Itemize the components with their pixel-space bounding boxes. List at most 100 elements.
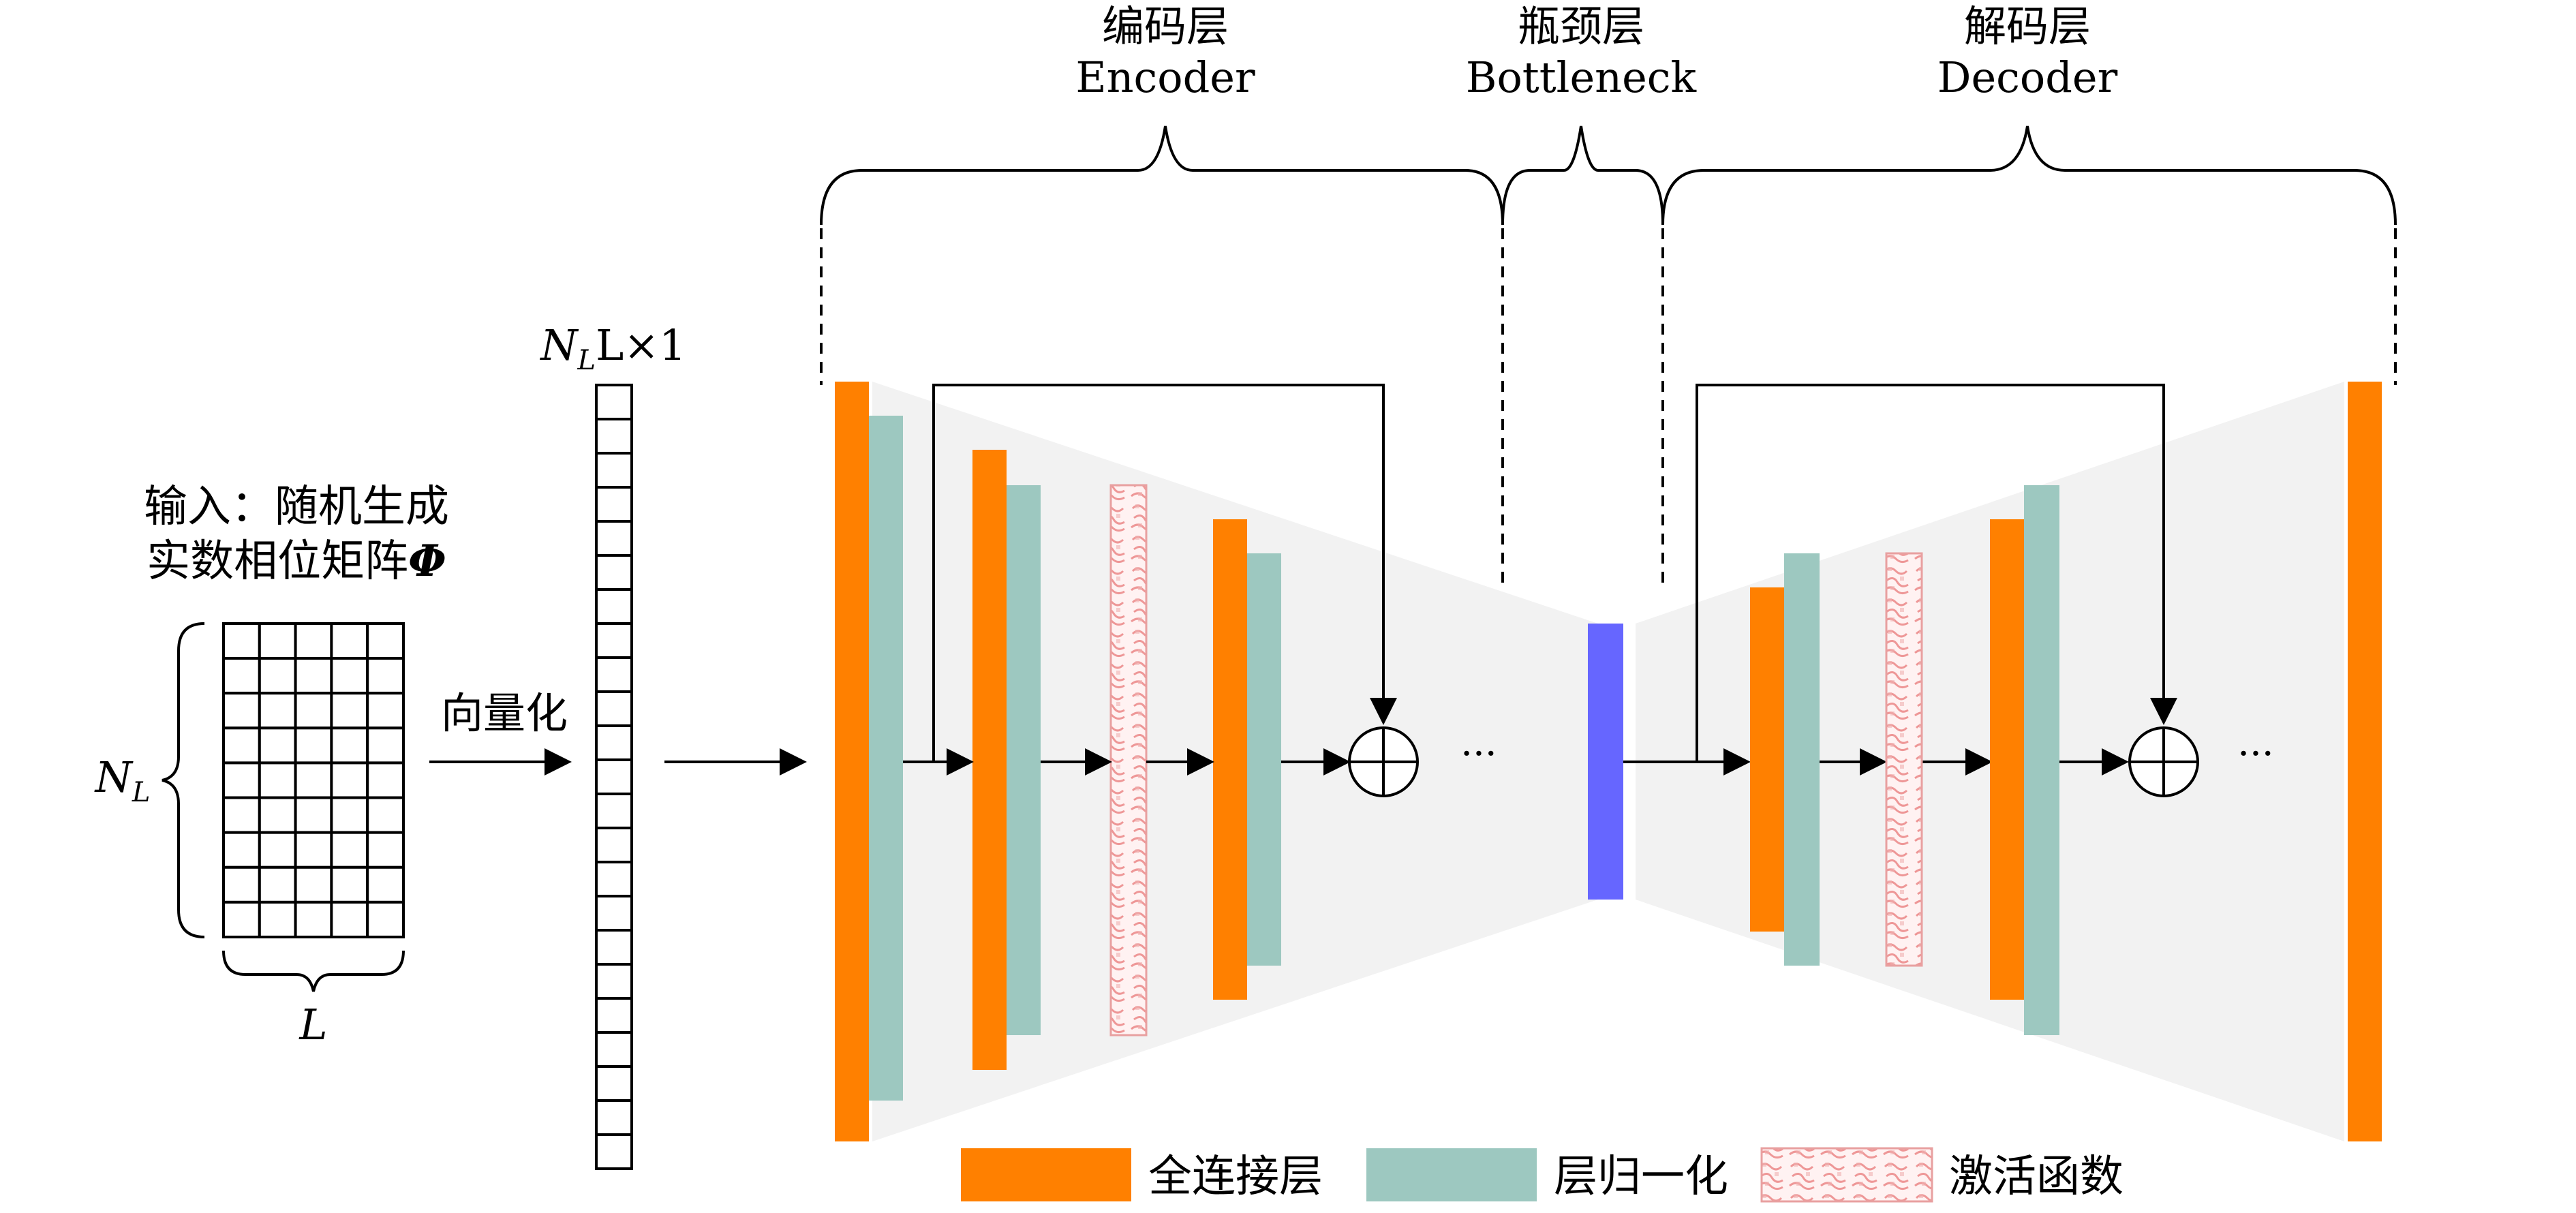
- vector-cell: [595, 1099, 633, 1136]
- legend-fc-swatch: [961, 1148, 1131, 1201]
- encoder-fc-2: [972, 450, 1007, 1070]
- vector-cell: [595, 793, 633, 829]
- matrix-cell: [258, 726, 297, 765]
- vector-cell: [595, 656, 633, 693]
- decoder-label-cn: 解码层: [1964, 1, 2091, 51]
- matrix-cell: [366, 796, 405, 834]
- encoder-label-cn: 编码层: [1102, 1, 1229, 51]
- legend: 全连接层 层归一化 激活函数: [961, 1147, 2123, 1203]
- matrix-cell: [258, 831, 297, 869]
- phi-symbol: Φ: [408, 536, 446, 587]
- decoder-ln-1: [1784, 553, 1820, 966]
- vector-cell: [595, 929, 633, 966]
- vector-size-rest: L×1: [596, 320, 686, 370]
- matrix-cell: [294, 831, 333, 869]
- legend-ln-label: 层归一化: [1554, 1152, 1728, 1202]
- matrix-cell: [366, 726, 405, 765]
- input-matrix-grid: [222, 622, 405, 939]
- matrix-cell: [222, 831, 261, 869]
- vector-cell: [595, 724, 633, 761]
- dashed-guides: [820, 228, 2397, 586]
- matrix-cell: [222, 900, 261, 939]
- encoder-ellipsis: ···: [1460, 732, 1497, 776]
- vector-column: [595, 384, 633, 1170]
- encoder-ln-1: [869, 416, 903, 1101]
- encoder-add-node: [1348, 726, 1419, 797]
- matrix-cell: [366, 900, 405, 939]
- vector-cell: [595, 997, 633, 1034]
- vector-cell: [595, 690, 633, 727]
- input-title-line2: 实数相位矩阵Φ: [147, 536, 446, 587]
- matrix-cell: [366, 657, 405, 695]
- legend-act-label: 激活函数: [1949, 1152, 2123, 1202]
- cols-brace: [222, 950, 405, 992]
- bottleneck-label-en: Bottleneck: [1466, 52, 1697, 102]
- decoder-ellipsis: ···: [2237, 732, 2273, 776]
- matrix-cell: [258, 657, 297, 695]
- matrix-cell: [222, 796, 261, 834]
- vector-cell: [595, 588, 633, 625]
- encoder-fc-3: [1213, 519, 1247, 1000]
- rows-label: NL: [94, 752, 151, 808]
- vector-cell: [595, 520, 633, 557]
- matrix-cell: [294, 692, 333, 730]
- encoder-fc-1: [835, 382, 869, 1141]
- matrix-cell: [258, 865, 297, 904]
- vector-cell: [595, 486, 633, 523]
- input-title-text: 实数相位矩阵: [147, 536, 408, 587]
- vector-cell: [595, 963, 633, 1000]
- decoder-label-en: Decoder: [1937, 52, 2118, 102]
- matrix-cell: [330, 622, 369, 660]
- vector-cell: [595, 1065, 633, 1102]
- vector-cell: [595, 384, 633, 420]
- vector-cell: [595, 622, 633, 659]
- decoder-skip-connection: [1696, 384, 2177, 762]
- vector-cell: [595, 554, 633, 591]
- decoder-brace: [1661, 125, 2397, 226]
- encoder-brace: [820, 125, 1504, 226]
- decoder-add-node: [2128, 726, 2199, 797]
- matrix-cell: [294, 657, 333, 695]
- rows-label-main: N: [94, 752, 134, 802]
- decoder-activation: [1885, 552, 1923, 967]
- encoder-skip-connection: [932, 384, 1397, 762]
- matrix-cell: [258, 622, 297, 660]
- matrix-cell: [366, 622, 405, 660]
- matrix-cell: [330, 900, 369, 939]
- vector-cell: [595, 758, 633, 795]
- matrix-cell: [294, 726, 333, 765]
- legend-ln-swatch: [1366, 1148, 1537, 1201]
- vectorize-label: 向量化: [441, 688, 568, 738]
- vector-cell: [595, 827, 633, 863]
- matrix-cell: [222, 761, 261, 799]
- matrix-cell: [294, 761, 333, 799]
- vector-cell: [595, 452, 633, 489]
- bottleneck-layer: [1588, 624, 1623, 900]
- encoder-ln-3: [1247, 553, 1281, 966]
- matrix-cell: [222, 692, 261, 730]
- rows-label-sub: L: [132, 777, 151, 808]
- bottleneck-brace: [1501, 125, 1664, 226]
- matrix-cell: [222, 865, 261, 904]
- matrix-cell: [366, 865, 405, 904]
- matrix-cell: [294, 796, 333, 834]
- matrix-cell: [294, 865, 333, 904]
- matrix-cell: [330, 726, 369, 765]
- vector-size-sub: L: [577, 345, 596, 376]
- matrix-cell: [222, 622, 261, 660]
- matrix-cell: [366, 692, 405, 730]
- vector-cell: [595, 861, 633, 897]
- decoder-output-fc: [2348, 382, 2382, 1141]
- decoder-ln-2: [2024, 485, 2059, 1035]
- vector-cell: [595, 895, 633, 932]
- matrix-cell: [330, 865, 369, 904]
- matrix-cell: [294, 622, 333, 660]
- matrix-cell: [330, 657, 369, 695]
- matrix-cell: [258, 900, 297, 939]
- vector-cell: [595, 1031, 633, 1068]
- matrix-cell: [330, 796, 369, 834]
- matrix-cell: [294, 900, 333, 939]
- vector-cell: [595, 1133, 633, 1170]
- decoder-fc-1: [1750, 587, 1784, 932]
